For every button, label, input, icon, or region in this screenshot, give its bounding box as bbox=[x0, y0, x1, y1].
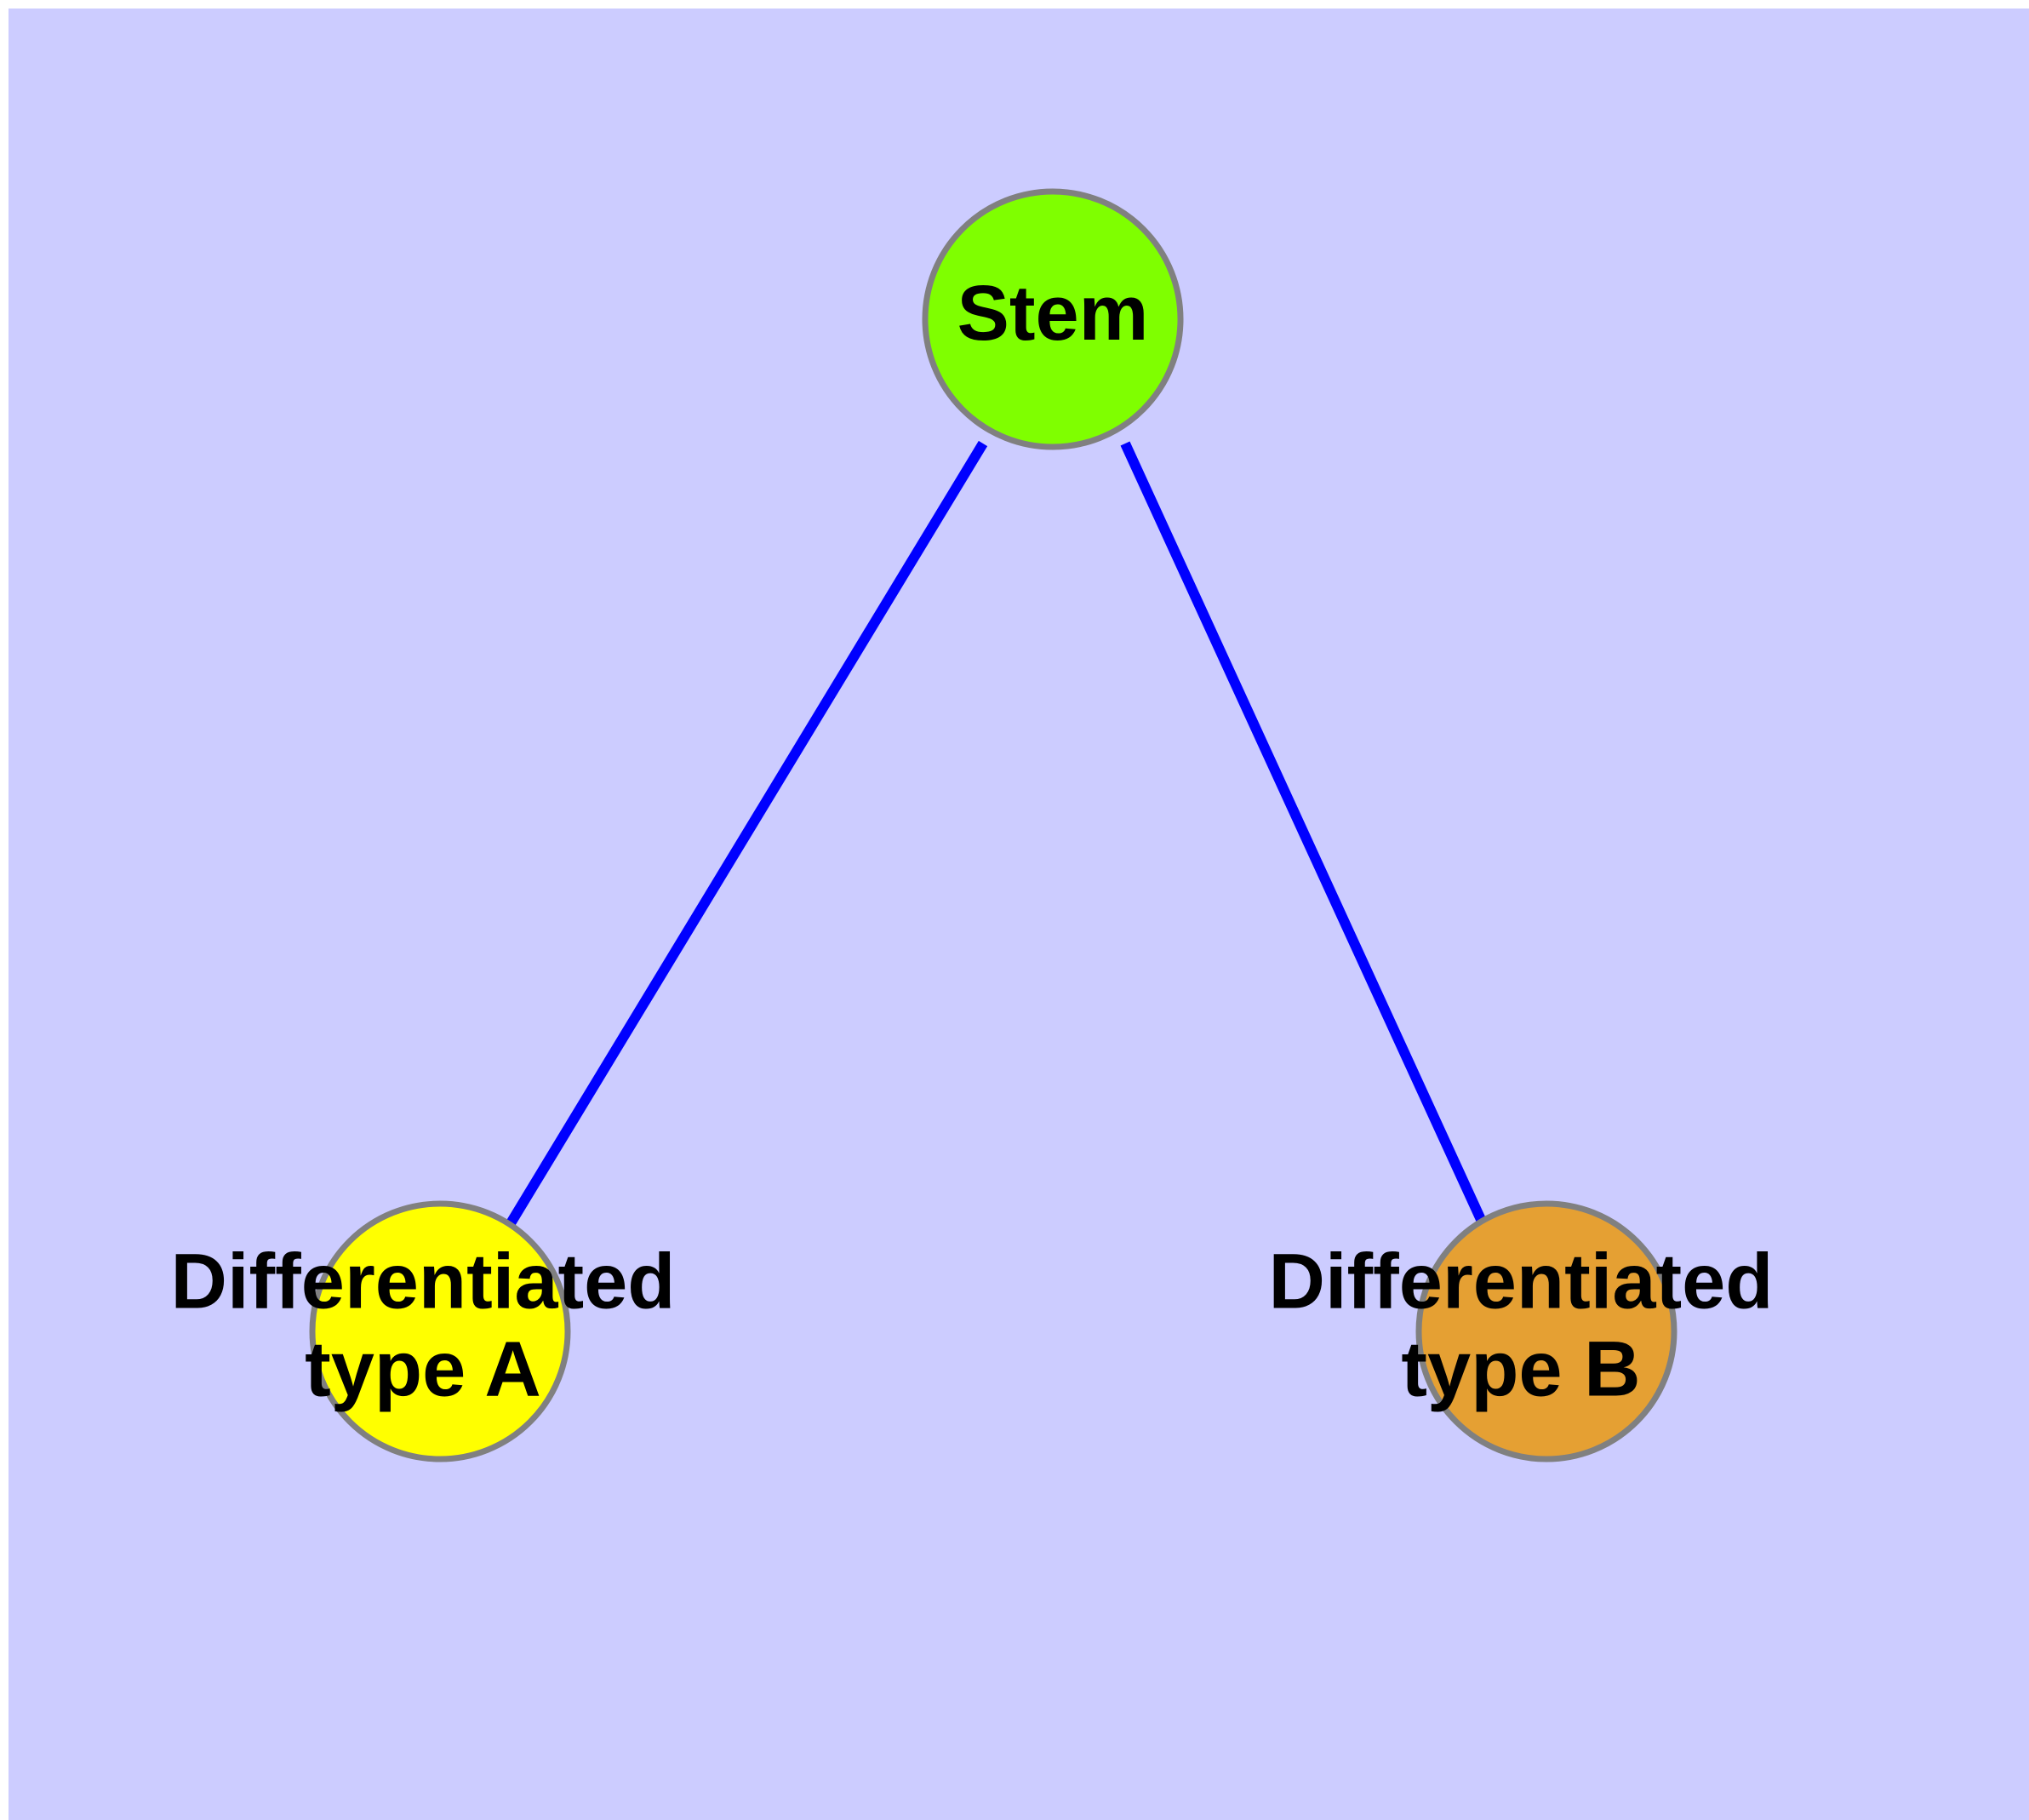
node-label-stem: Stem bbox=[957, 270, 1149, 357]
node-layer bbox=[309, 188, 1677, 1462]
graph-edge-stem-diff_a[interactable] bbox=[506, 440, 988, 1227]
node-label-line: type A bbox=[305, 1326, 541, 1413]
edge-layer bbox=[506, 440, 1488, 1227]
graph-node-diff_b[interactable] bbox=[1415, 1200, 1677, 1462]
graph-edge-stem-diff_b[interactable] bbox=[1120, 441, 1488, 1226]
graph-node-stem[interactable] bbox=[922, 188, 1184, 450]
node-label-line: Stem bbox=[957, 270, 1149, 357]
node-label-line: Differentiated bbox=[1269, 1239, 1774, 1325]
node-label-line: type B bbox=[1401, 1326, 1640, 1413]
node-label-line: Differentiated bbox=[171, 1239, 676, 1325]
graph-node-diff_a[interactable] bbox=[309, 1200, 571, 1462]
